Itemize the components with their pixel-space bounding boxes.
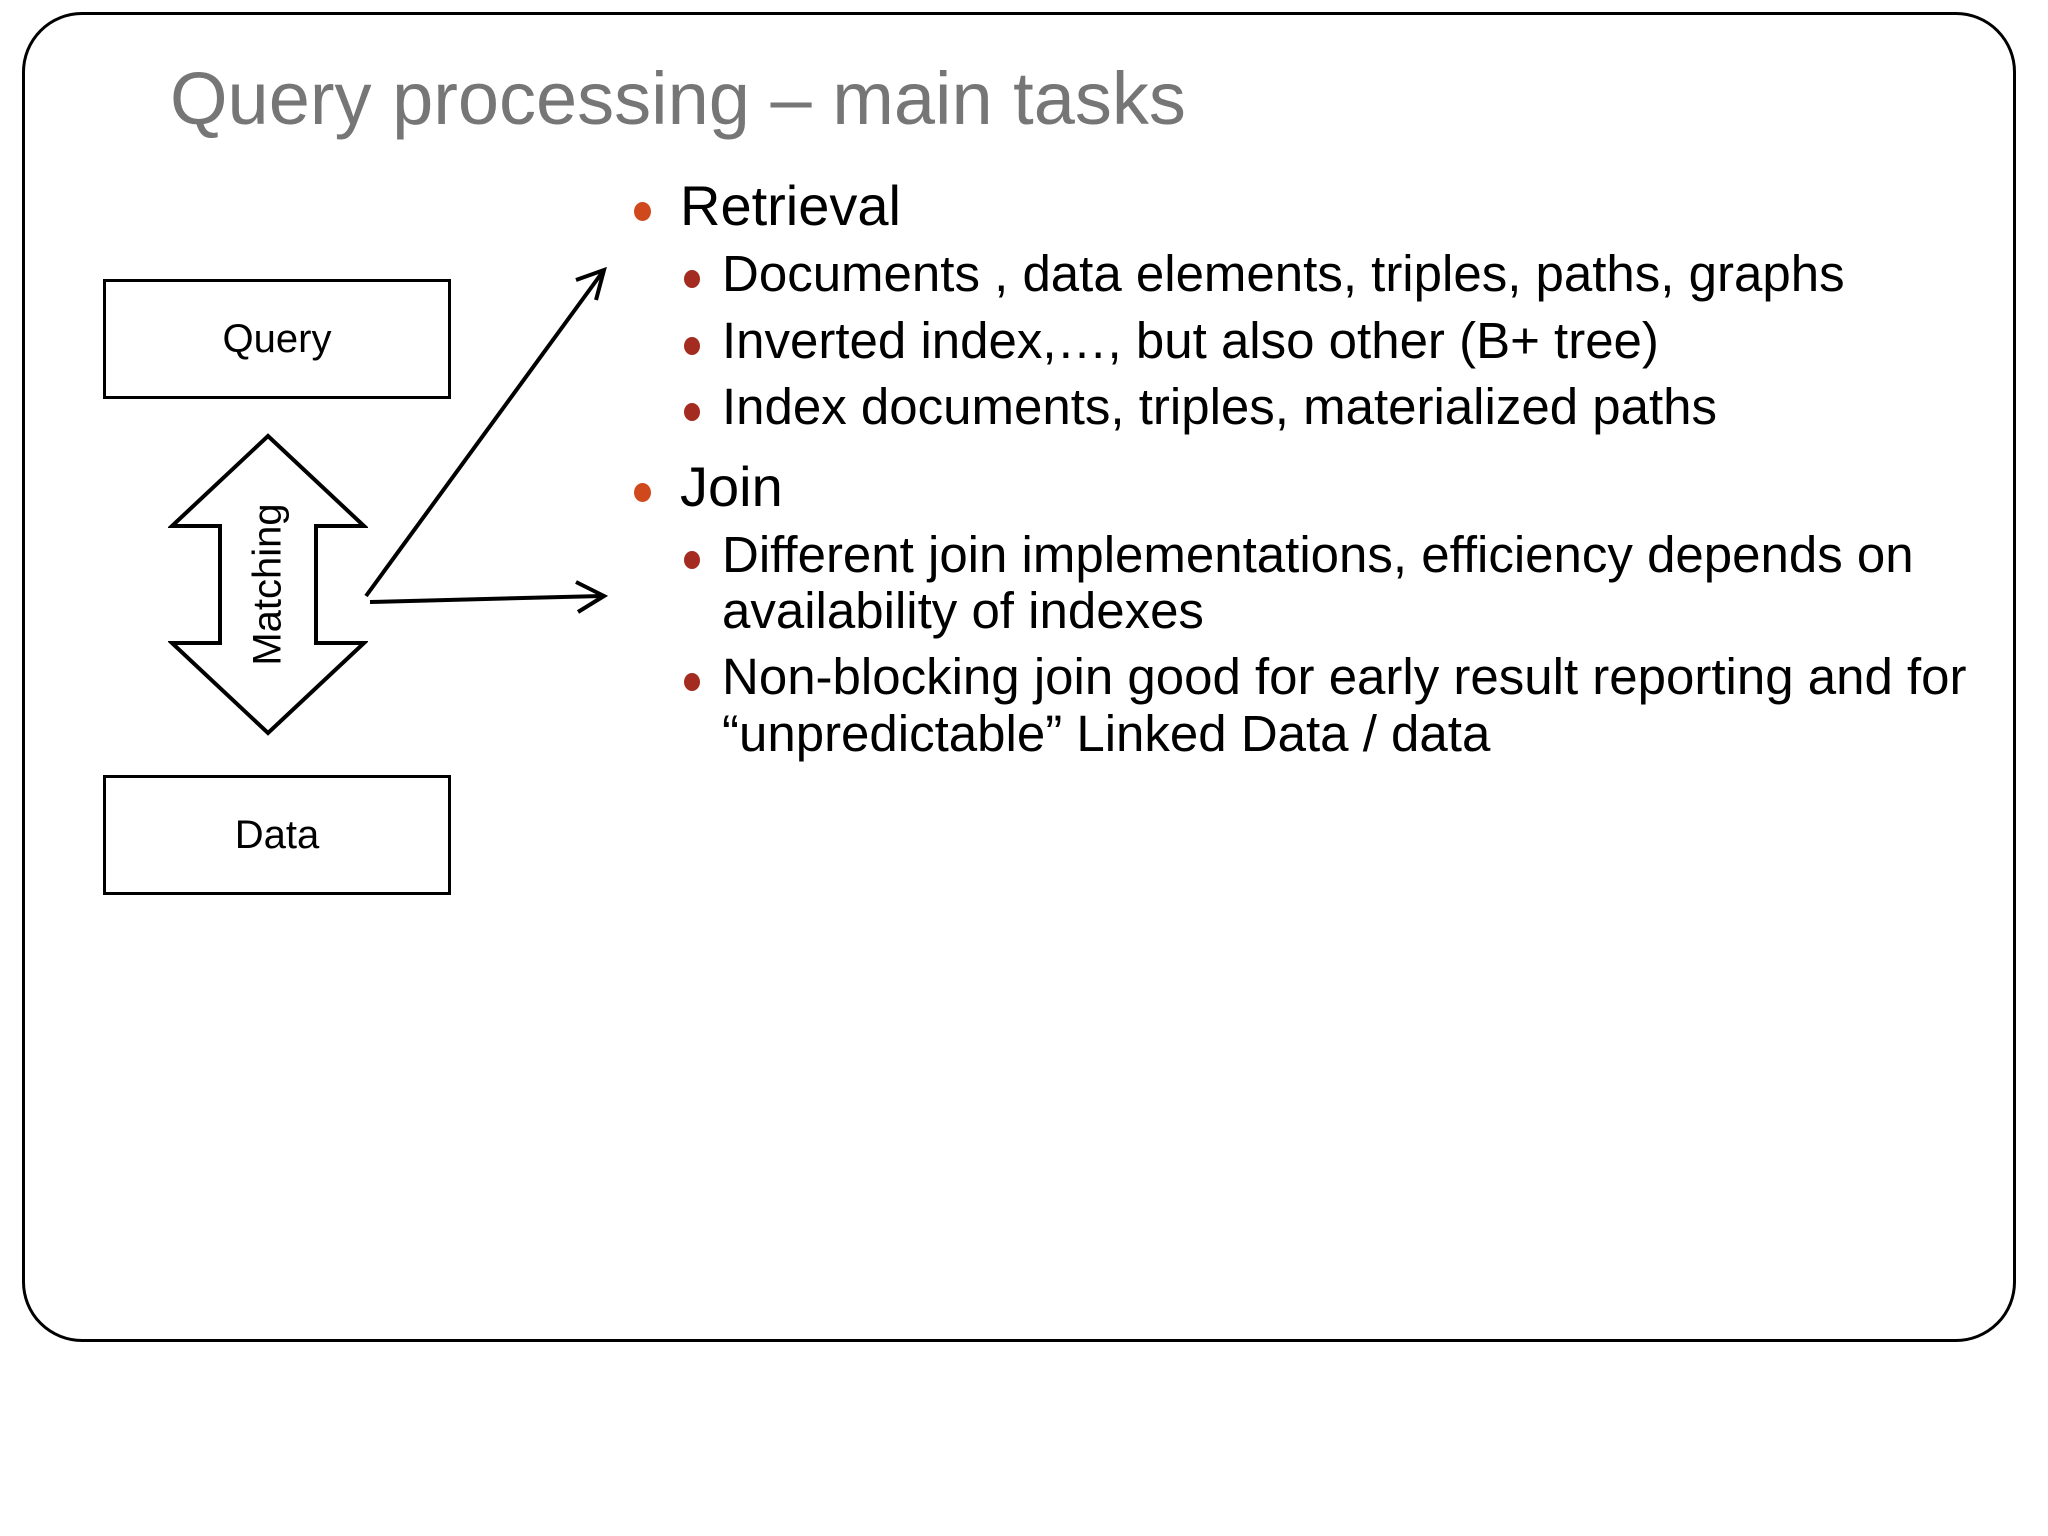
- bullet-level2-non-blocking-join: Non-blocking join good for early result …: [612, 649, 2042, 761]
- connector-arrow-group: [340, 240, 660, 640]
- data-box-label: Data: [234, 812, 320, 857]
- bullet-level1-join: Join: [612, 454, 2042, 518]
- bullet-text: Join: [680, 454, 783, 518]
- bullet-dot-icon: [684, 673, 700, 692]
- bullet-dot-icon: [684, 402, 700, 421]
- bullet-dot-icon: [684, 270, 700, 289]
- bullet-level2-inverted-index: Inverted index,…, but also other (B+ tre…: [612, 311, 2042, 369]
- data-box: Data: [103, 775, 451, 895]
- arrow-to-retrieval: [364, 266, 607, 598]
- query-box-label: Query: [222, 316, 332, 361]
- bullet-dot-icon: [634, 202, 651, 221]
- bullet-text: Different join implementations, efficien…: [722, 526, 1914, 640]
- bullet-dot-icon: [684, 551, 700, 570]
- bullet-level2-different-join: Different join implementations, efficien…: [612, 527, 2042, 639]
- bullet-text: Retrieval: [680, 174, 901, 237]
- bullet-dot-icon: [684, 336, 700, 355]
- matching-double-arrow: [166, 432, 370, 737]
- page-title: Query processing – main tasks: [170, 57, 1186, 140]
- bullet-level2-index: Index documents, triples, materialized p…: [612, 377, 2042, 435]
- bullet-text: Inverted index,…, but also other (B+ tre…: [722, 311, 1659, 369]
- bullet-content: Retrieval Documents , data elements, tri…: [612, 174, 2042, 762]
- bullet-text: Non-blocking join good for early result …: [722, 648, 1967, 762]
- arrow-to-index: [369, 580, 609, 614]
- bullet-dot-icon: [634, 482, 651, 502]
- query-box: Query: [103, 279, 451, 399]
- bullet-text: Index documents, triples, materialized p…: [722, 377, 1717, 435]
- bullet-level1-retrieval: Retrieval: [612, 174, 2042, 237]
- bullet-text: Documents , data elements, triples, path…: [722, 245, 1845, 303]
- bullet-level2-documents: Documents , data elements, triples, path…: [612, 246, 2042, 302]
- query-matching-data-diagram: Query Matching Data: [0, 0, 640, 1100]
